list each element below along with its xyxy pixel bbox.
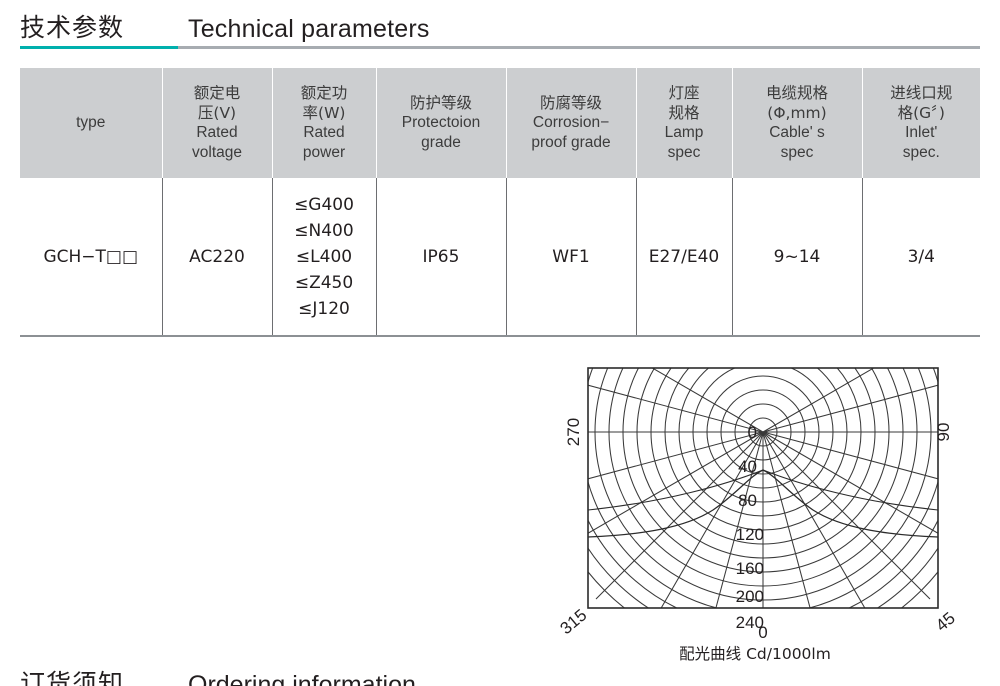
polar-chart-svg: 0 40 80 120 160 200 240 270 90 315 45 0 (556, 367, 959, 642)
column-header-inlet-spec-en-2: spec. (902, 143, 940, 161)
cell-rated-power-value-2: ≤N400 (294, 220, 354, 241)
cell-rated-voltage: AC220 (162, 178, 273, 337)
technical-parameters-table: type 额定电 压(V) Rated voltage 额定功 率(W) Rat… (20, 68, 980, 337)
angle-label-45: 45 (932, 608, 959, 635)
column-header-corrosion-proof-grade-en-2: proof grade (531, 133, 611, 151)
radial-tick-80: 80 (738, 491, 757, 510)
cell-rated-power-value-5: ≤J120 (298, 298, 350, 319)
title-rule (178, 46, 980, 49)
cell-rated-power-value-3: ≤L400 (295, 246, 353, 267)
title-accent-rule (20, 46, 178, 49)
column-header-rated-voltage-en-1: Rated (196, 124, 238, 141)
radial-tick-120: 120 (736, 525, 764, 544)
column-header-cable-spec-en-1: Cable' s (769, 124, 825, 141)
cell-lamp-spec: E27/E40 (636, 178, 733, 337)
cell-type: GCH−T□□ (20, 178, 163, 337)
column-header-cable-spec-en-2: spec (780, 143, 814, 161)
cell-rated-power-value-4: ≤Z450 (294, 272, 354, 293)
cell-protection-grade-value: IP65 (422, 246, 460, 267)
column-header-lamp-spec-en-2: spec (667, 143, 701, 161)
column-header-rated-voltage-cn-1: 额定电 (193, 84, 241, 102)
page-title: 技术参数 Technical parameters (20, 12, 980, 52)
next-section-title-en: Ordering information (188, 671, 416, 686)
distribution-curve-secondary (588, 469, 938, 511)
next-section-title-cn: 订货须知 (20, 669, 125, 686)
cell-rated-power-value-1: ≤G400 (294, 194, 354, 215)
column-header-protection-grade-en-1: Protectoion (401, 114, 481, 132)
cell-cable-spec-value: 9~14 (773, 246, 821, 267)
column-header-cable-spec-cn-2: (Φ,mm) (767, 103, 827, 122)
cell-corrosion-proof-grade: WF1 (506, 178, 637, 337)
angle-label-315: 315 (556, 605, 590, 638)
cell-inlet-spec: 3/4 (862, 178, 980, 337)
column-header-type-en-1: type (76, 114, 106, 132)
diagram-caption: 配光曲线 Cd/1000lm (679, 645, 831, 663)
column-header-type: type (20, 68, 163, 178)
cell-inlet-spec-value: 3/4 (907, 246, 935, 267)
polar-grid (588, 368, 938, 608)
radial-tick-200: 200 (736, 587, 764, 606)
column-header-lamp-spec: 灯座 规格 Lamp spec (636, 68, 733, 178)
column-header-inlet-spec-cn-2: 格(G〞) (897, 103, 945, 122)
column-header-inlet-spec-cn-1: 进线口规 (890, 84, 953, 102)
radial-tick-160: 160 (736, 559, 764, 578)
angle-label-270: 270 (564, 418, 583, 446)
column-header-protection-grade: 防护等级 Protectoion grade (376, 68, 507, 178)
page-title-cn: 技术参数 (20, 13, 125, 42)
cell-rated-power-list: ≤G400 ≤N400 ≤L400 ≤Z450 ≤J120 (273, 192, 376, 322)
cell-rated-voltage-value: AC220 (189, 246, 245, 267)
next-section-title: 订货须知 Ordering information (20, 668, 620, 686)
cell-cable-spec: 9~14 (732, 178, 863, 337)
column-header-lamp-spec-cn-1: 灯座 (668, 84, 700, 102)
column-header-cable-spec-cn-1: 电缆规格 (765, 84, 828, 102)
column-header-rated-power-cn-1: 额定功 (300, 84, 348, 102)
column-header-corrosion-proof-grade-cn-1: 防腐等级 (539, 93, 602, 112)
column-header-rated-power-en-1: Rated (303, 124, 345, 141)
column-header-cable-spec: 电缆规格 (Φ,mm) Cable' s spec (732, 68, 863, 178)
angle-label-90: 90 (934, 423, 953, 442)
column-header-corrosion-proof-grade: 防腐等级 Corrosion− proof grade (506, 68, 637, 178)
table-header-row: type 额定电 压(V) Rated voltage 额定功 率(W) Rat… (20, 68, 980, 178)
cell-lamp-spec-value: E27/E40 (648, 246, 720, 267)
chart-frame (587, 367, 939, 609)
column-header-lamp-spec-cn-2: 规格 (668, 103, 700, 122)
polar-rays (588, 368, 938, 608)
radial-tick-40: 40 (738, 457, 757, 476)
table-row: GCH−T□□ AC220 ≤G400 ≤N400 ≤L400 ≤Z450 ≤J… (20, 178, 980, 337)
column-header-rated-power: 额定功 率(W) Rated power (272, 68, 377, 178)
column-header-protection-grade-cn-1: 防护等级 (409, 93, 472, 112)
column-header-inlet-spec: 进线口规 格(G〞) Inlet' spec. (862, 68, 980, 178)
cell-rated-power: ≤G400 ≤N400 ≤L400 ≤Z450 ≤J120 (272, 178, 377, 337)
page-title-en: Technical parameters (188, 15, 430, 43)
radial-tick-0: 0 (748, 423, 757, 442)
column-header-inlet-spec-en-1: Inlet' (905, 124, 938, 141)
column-header-rated-voltage-cn-2: 压(V) (197, 103, 237, 122)
cell-protection-grade: IP65 (376, 178, 507, 337)
cell-corrosion-proof-grade-value: WF1 (552, 246, 590, 267)
radial-tick-labels: 0 40 80 120 160 200 240 (736, 423, 764, 632)
light-distribution-diagram: 0 40 80 120 160 200 240 270 90 315 45 0 … (545, 352, 965, 672)
radial-tick-240: 240 (736, 613, 764, 632)
column-header-rated-voltage-en-2: voltage (192, 143, 242, 161)
column-header-protection-grade-en-2: grade (421, 133, 461, 151)
cell-type-value: GCH−T□□ (43, 246, 139, 267)
column-header-corrosion-proof-grade-en-1: Corrosion− (532, 114, 610, 132)
column-header-rated-power-en-2: power (302, 143, 346, 161)
angle-label-0: 0 (758, 623, 767, 642)
column-header-lamp-spec-en-1: Lamp (664, 124, 704, 141)
column-header-rated-voltage: 额定电 压(V) Rated voltage (162, 68, 273, 178)
column-header-rated-power-cn-2: 率(W) (302, 103, 346, 122)
